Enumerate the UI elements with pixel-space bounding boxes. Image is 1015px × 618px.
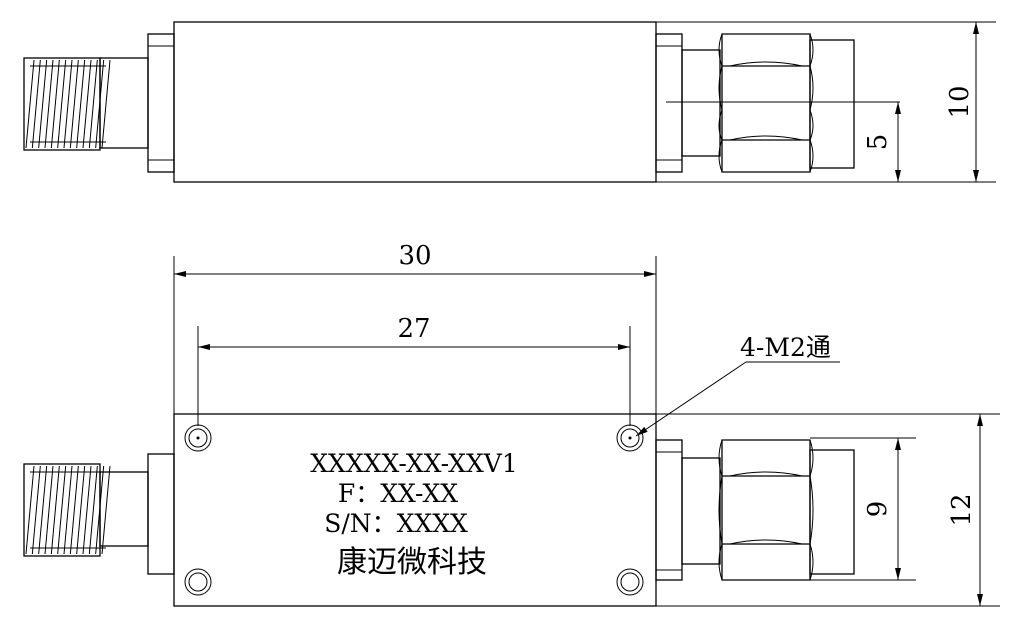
side-view-thread	[25, 59, 111, 149]
hole-top-left	[184, 424, 212, 452]
dim-label-10: 10	[945, 85, 975, 118]
side-view-body	[173, 21, 657, 183]
label-serial: S/N：XXXX	[324, 509, 468, 538]
hole-top-right	[616, 424, 644, 452]
dim-label-5: 5	[863, 134, 893, 151]
dim-height-12: 12	[656, 413, 1000, 607]
dim-label-30: 30	[398, 241, 431, 271]
dim-height-9: 9	[810, 437, 916, 581]
hole-callout: 4-M2通	[635, 333, 840, 437]
label-frequency: F：XX-XX	[338, 479, 458, 508]
hole-bottom-left	[184, 568, 212, 596]
dim-label-12: 12	[947, 493, 977, 526]
top-view-left-connector	[23, 453, 175, 575]
product-label: XXXXX-XX-XXV1 F：XX-XX S/N：XXXX 康迈微科技	[310, 449, 517, 580]
top-view-thread	[25, 465, 111, 555]
side-view: 10 5	[23, 21, 996, 183]
dim-width-30: 30	[173, 241, 657, 414]
dim-label-27: 27	[397, 314, 430, 344]
label-company: 康迈微科技	[337, 545, 487, 580]
label-model: XXXXX-XX-XXV1	[310, 449, 517, 478]
hole-callout-label: 4-M2通	[740, 333, 831, 362]
hole-bottom-right	[616, 568, 644, 596]
dim-label-9: 9	[863, 501, 893, 518]
top-view-right-connector	[655, 439, 855, 581]
dim-height-5: 5	[863, 102, 901, 182]
side-view-right-connector	[655, 33, 900, 173]
dim-height-10: 10	[656, 21, 996, 183]
side-view-left-connector	[23, 33, 175, 173]
top-view: 30 27 4-M2通 12 9 X	[23, 241, 1000, 607]
dim-width-27: 27	[197, 314, 631, 426]
